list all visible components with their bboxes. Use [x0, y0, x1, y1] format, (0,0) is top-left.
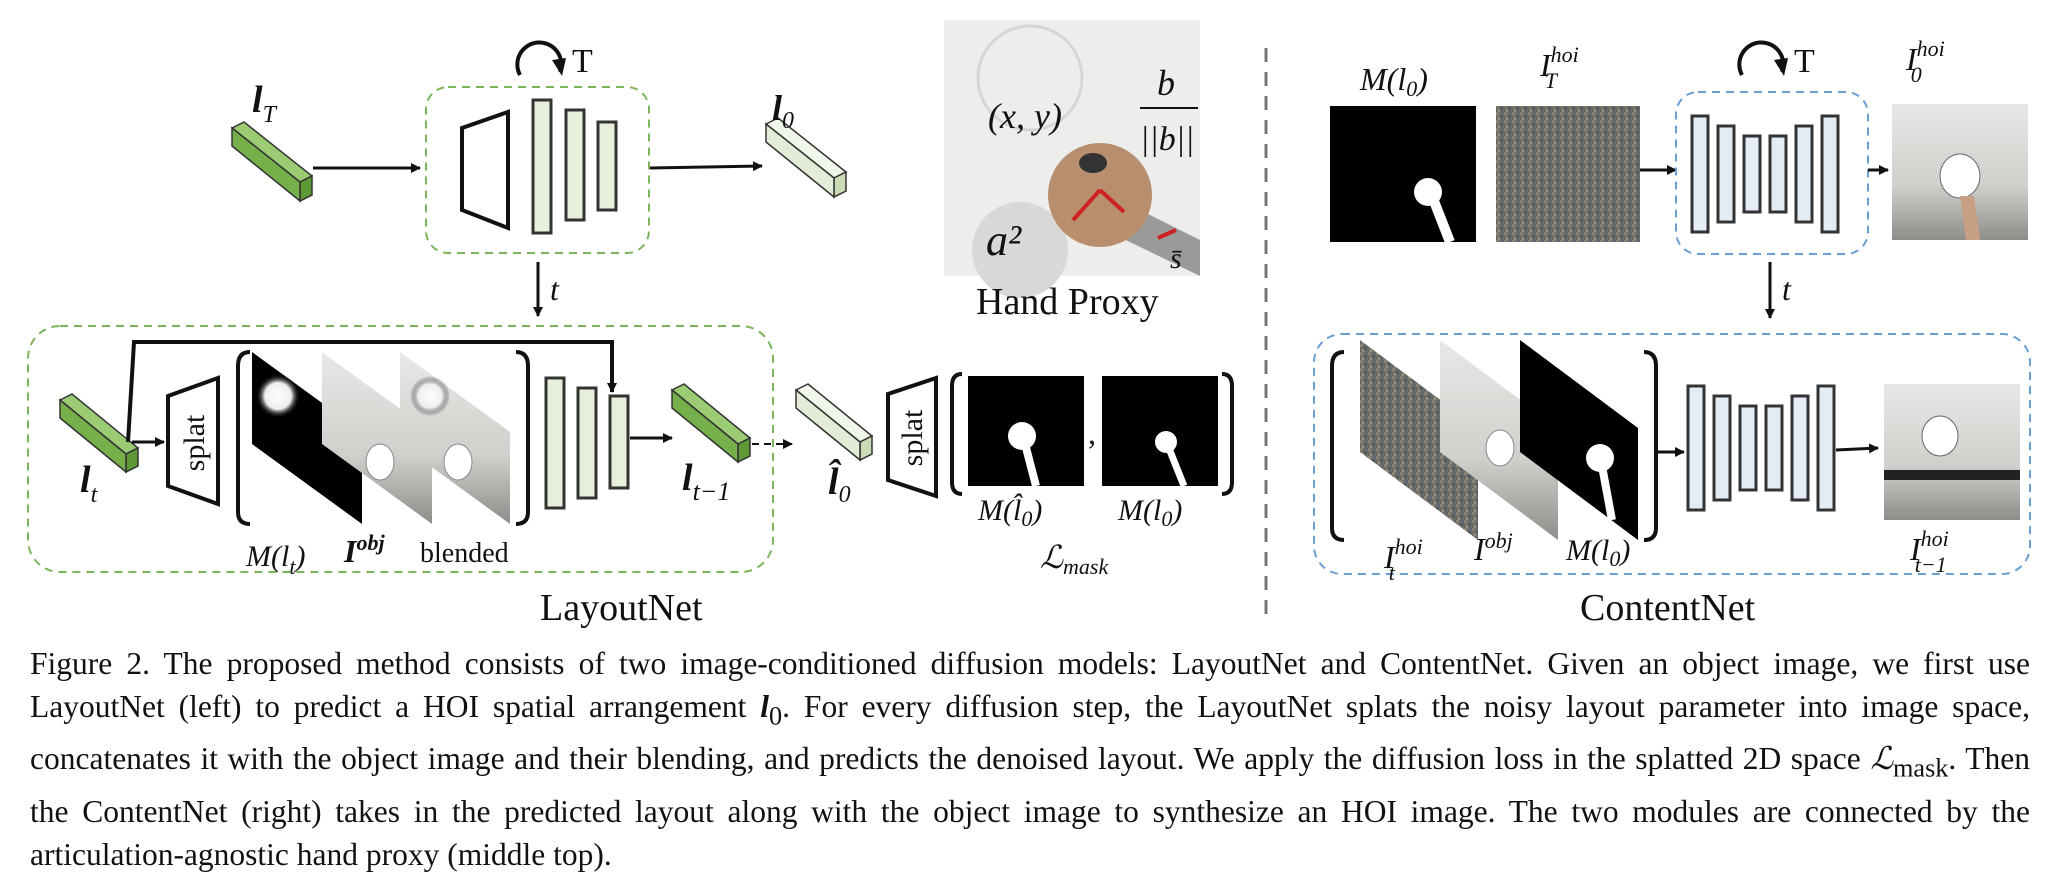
- layer-bar: [1790, 394, 1810, 502]
- M-l-t-label: M(lt): [245, 540, 305, 579]
- latent-l-0-hat: [794, 383, 874, 462]
- l-0-label: l0: [772, 88, 794, 134]
- noise-image: [1496, 106, 1640, 242]
- contentnet-box: [1313, 333, 2031, 575]
- hand-proxy-title: Hand Proxy: [976, 281, 1159, 323]
- content-t-label: t: [1782, 271, 1792, 307]
- hand-proxy-a2: a²: [986, 216, 1022, 265]
- t-label: t: [550, 271, 560, 307]
- mask-M-l0-hat: [968, 376, 1084, 488]
- bracket-close: [1643, 350, 1658, 542]
- hand-proxy-xy: (x, y): [988, 96, 1062, 136]
- splat-module-2: [886, 375, 938, 499]
- layer-bar: [1768, 134, 1788, 214]
- mask-panel-l-t: [252, 352, 362, 524]
- layoutnet-title: LayoutNet: [540, 587, 703, 629]
- hand-proxy-image: [944, 20, 1200, 298]
- l-t-label: lt: [80, 459, 99, 508]
- hand-proxy-frac-den: ||b||: [1140, 121, 1194, 158]
- arrow: [649, 161, 763, 172]
- latent-l-t-minus-1: [670, 383, 752, 464]
- caption-part-1: Figure 2. The proposed method consists o…: [30, 646, 2030, 724]
- layer-bar: [1690, 114, 1710, 234]
- figure-caption: Figure 2. The proposed method consists o…: [30, 642, 2030, 876]
- layer-bar: [1712, 394, 1732, 502]
- blended-label: blended: [420, 538, 509, 569]
- hand-proxy-sbar: s̄: [1170, 242, 1182, 275]
- layer-bar: [1738, 404, 1758, 492]
- layer-bar: [596, 120, 618, 212]
- content-I-obj-label: Iobj: [1473, 528, 1513, 567]
- caption-part-2: . For every diffusion step, the LayoutNe…: [30, 689, 2031, 777]
- arrow: [1835, 443, 1879, 454]
- mask-M-l0: [1102, 376, 1218, 488]
- content-mask-image: [1330, 106, 1476, 244]
- layer-bar: [1816, 384, 1836, 512]
- I-obj-label: Iobj: [343, 530, 385, 569]
- layer-bar: [1686, 384, 1706, 512]
- top-loop-icon: [515, 40, 566, 76]
- layoutnet-box: [27, 325, 774, 573]
- caption-symbol-l0-sub: 0: [769, 701, 783, 731]
- content-top-network-box: [1675, 91, 1869, 255]
- contentnet-title: ContentNet: [1580, 587, 1756, 629]
- l-0-hat-label: l̂0: [828, 459, 851, 508]
- layer-bar: [1764, 404, 1784, 492]
- method-figure: T lT l0 t (x, y) b ||b|| a² s̄ Hand Prox…: [27, 20, 2031, 629]
- noise-panel: [1360, 340, 1478, 540]
- skip-arrow: [126, 340, 617, 443]
- top-network-box: [425, 86, 650, 254]
- layer-bar: [531, 98, 553, 235]
- blended-image-panel: [400, 352, 510, 524]
- object-panel: [1440, 340, 1558, 540]
- content-loop-label: T: [1794, 43, 1815, 80]
- caption-symbol-L-sub: mask: [1893, 753, 1949, 783]
- layer-bar: [608, 394, 630, 490]
- layer-bar: [576, 386, 598, 500]
- L-mask-label: ℒmask: [1040, 539, 1109, 579]
- splat-module: [166, 375, 220, 507]
- comma: ,: [1088, 415, 1096, 451]
- bracket-open: [236, 350, 251, 526]
- output-hoi-image: [1892, 104, 2028, 240]
- caption-part-3: . Then the ContentNet (right) takes in t…: [30, 741, 2031, 872]
- object-image-panel: [322, 352, 432, 524]
- layer-bar: [1794, 124, 1814, 224]
- content-M-l0-label: M(l0): [1565, 534, 1630, 571]
- bracket-open: [1330, 350, 1345, 542]
- mask-panel: [1520, 340, 1638, 540]
- bracket-close: [515, 350, 530, 526]
- latent-l-t: [58, 393, 140, 474]
- M-l0-hat-label: M(l̂0): [977, 493, 1042, 531]
- latent-l-T: [230, 121, 314, 203]
- layer-bar: [1820, 114, 1840, 234]
- denoised-hoi-image: [1884, 384, 2020, 520]
- content-loop-icon: [1737, 40, 1788, 76]
- caption-symbol-L: ℒ: [1870, 741, 1893, 777]
- bracket-open: [950, 372, 963, 496]
- splat-label: splat: [178, 414, 211, 471]
- latent-l-0: [764, 117, 848, 199]
- M-l0-top-label: M(l0): [1359, 61, 1428, 101]
- l-T-label: lT: [252, 79, 278, 128]
- caption-symbol-l0: l: [760, 689, 770, 724]
- encoder-trapezoid: [460, 109, 510, 231]
- splat-label-2: splat: [896, 409, 929, 466]
- layer-bar: [1742, 134, 1762, 214]
- l-t-minus-1-label: lt−1: [682, 457, 730, 506]
- M-l0-label: M(l0): [1117, 494, 1182, 531]
- bracket-close: [1221, 372, 1234, 496]
- top-loop-label: T: [572, 43, 593, 80]
- layer-bar: [1716, 124, 1736, 224]
- layer-bar: [564, 108, 586, 222]
- layer-bar: [544, 376, 566, 510]
- hand-proxy-frac-num: b: [1157, 63, 1175, 103]
